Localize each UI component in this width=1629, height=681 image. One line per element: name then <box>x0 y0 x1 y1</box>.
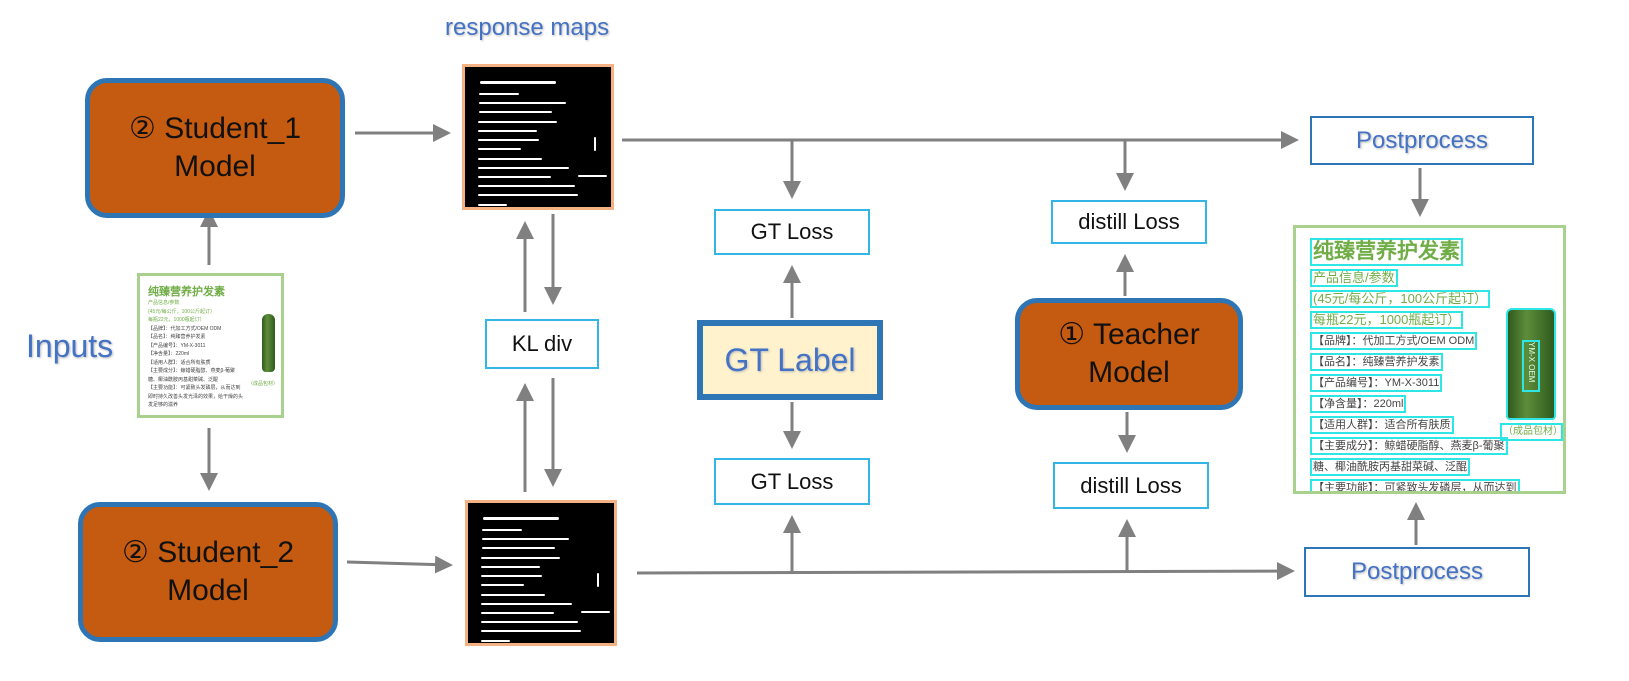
bottle-image <box>262 314 275 372</box>
text-response-stroke <box>481 612 554 614</box>
text-response-stroke <box>480 81 556 84</box>
product-line: 即时持久改善头发光泽的效果，给干燥的头 <box>148 393 244 400</box>
text-response-stroke <box>481 566 540 568</box>
text-response-stroke <box>481 621 578 623</box>
arrow-student2-to-map2 <box>346 555 453 574</box>
arrow-map2-to-postprocess <box>636 562 1295 581</box>
product-price-1: (45元/每公斤，100公斤起订） <box>148 308 215 315</box>
product-line: 发足够的滋养 <box>148 402 179 408</box>
text-response-stroke <box>478 148 521 150</box>
text-response-stroke <box>481 584 524 586</box>
product-line: 糖、椰油酰胺丙基甜菜碱、泛醌 <box>148 376 219 383</box>
product-line: 【产品编号】：YM-X-3011 <box>148 342 206 349</box>
product-badge: （成品包材） <box>248 381 279 387</box>
text-response-stroke <box>481 640 510 642</box>
text-response-stroke <box>479 102 566 104</box>
detected-text-line: 【品名】：纯臻营养护发素 <box>1310 353 1443 371</box>
product-line: 【主要成分】：鲸蜡硬脂醇、燕麦β-葡聚 <box>148 368 236 374</box>
detected-text-line: 【适用人群】：适合所有肤质 <box>1310 416 1454 434</box>
product-subtitle: 产品信息/参数 <box>1310 269 1398 287</box>
text-response-stroke <box>594 137 596 151</box>
response-map-1 <box>462 64 614 210</box>
product-price-2: 每瓶22元，1000瓶起订） <box>1310 311 1464 329</box>
product-badge: （成品包材） <box>1500 423 1563 441</box>
text-response-stroke <box>478 139 539 141</box>
text-response-stroke <box>481 557 560 559</box>
detected-text-line: 【净含量】：220ml <box>1310 395 1407 413</box>
teacher-line2: Model <box>1088 356 1170 389</box>
detected-text-line: 【主要成分】：鲸蜡硬脂醇、燕麦β-葡聚 <box>1310 437 1508 455</box>
gt-label-box: GT Label <box>697 320 883 400</box>
text-response-stroke <box>478 204 507 206</box>
bottle-image: YM-X OEM <box>1506 308 1556 420</box>
text-response-stroke <box>478 130 537 132</box>
text-response-stroke <box>597 573 599 587</box>
text-response-stroke <box>478 158 542 160</box>
product-price-1: (45元/每公斤，100公斤起订） <box>1310 290 1491 308</box>
text-response-stroke <box>478 167 569 169</box>
distill-loss-bottom: distill Loss <box>1053 462 1209 509</box>
text-response-stroke <box>482 538 569 540</box>
text-response-stroke <box>479 111 552 113</box>
text-response-stroke <box>478 194 578 196</box>
student-1-line2: Model <box>174 150 256 183</box>
text-response-stroke <box>479 93 519 95</box>
text-response-stroke <box>481 630 581 632</box>
product-title: 纯臻营养护发素 <box>1310 238 1463 266</box>
input-product-image: 纯臻营养护发素 产品信息/参数 (45元/每公斤，100公斤起订） 每瓶22元，… <box>137 273 284 418</box>
gt-loss-top: GT Loss <box>714 209 870 255</box>
text-response-stroke <box>482 547 555 549</box>
product-price-2: 每瓶22元，1000瓶起订） <box>148 317 205 323</box>
text-response-stroke <box>581 611 610 613</box>
text-response-stroke <box>483 517 559 520</box>
product-line: 【品牌】：代加工方式/OEM ODM <box>148 325 222 332</box>
response-maps-title: response maps <box>445 14 610 41</box>
response-map-2 <box>465 500 617 646</box>
text-response-stroke <box>478 176 551 178</box>
text-response-stroke <box>478 185 575 187</box>
product-line: 【主要功能】：可紧致头发磷层，从而达到 <box>148 385 241 391</box>
product-line: 【品名】：纯臻营养护发素 <box>148 334 206 340</box>
postprocess-bottom: Postprocess <box>1304 547 1530 597</box>
postprocess-top: Postprocess <box>1310 116 1534 165</box>
product-line: 【适用人群】：适合所有肤质 <box>148 359 211 366</box>
text-response-stroke <box>481 575 542 577</box>
detected-text-line: 【主要功能】：可紧致头发磷层，从而达到 <box>1310 479 1520 491</box>
text-response-stroke <box>481 603 572 605</box>
product-line: 【净含量】：220ml <box>148 351 190 357</box>
kl-div-box: KL div <box>485 319 599 369</box>
student-1-line1: ② Student_1 <box>128 112 302 145</box>
product-subtitle: 产品信息/参数 <box>148 300 180 306</box>
bottle-label: YM-X OEM <box>1522 340 1540 392</box>
detected-text-line: 糖、椰油酰胺丙基甜菜碱、泛醌 <box>1310 458 1470 476</box>
inputs-label: Inputs <box>26 328 114 364</box>
text-response-stroke <box>481 594 545 596</box>
text-response-stroke <box>578 175 607 177</box>
student-2-line2: Model <box>167 574 249 607</box>
text-response-stroke <box>478 121 557 123</box>
text-response-stroke <box>482 529 522 531</box>
teacher-line1: ① Teacher <box>1058 318 1200 351</box>
output-detection-image: 纯臻营养护发素 产品信息/参数 (45元/每公斤，100公斤起订） 每瓶22元，… <box>1293 225 1566 494</box>
detected-text-line: 【品牌】：代加工方式/OEM ODM <box>1310 332 1478 350</box>
detected-text-line: 【产品编号】：YM-X-3011 <box>1310 374 1443 392</box>
gt-loss-bottom: GT Loss <box>714 458 870 505</box>
distill-loss-top: distill Loss <box>1051 200 1207 244</box>
student-2-line1: ② Student_2 <box>121 536 295 569</box>
product-title: 纯臻营养护发素 <box>148 286 225 298</box>
